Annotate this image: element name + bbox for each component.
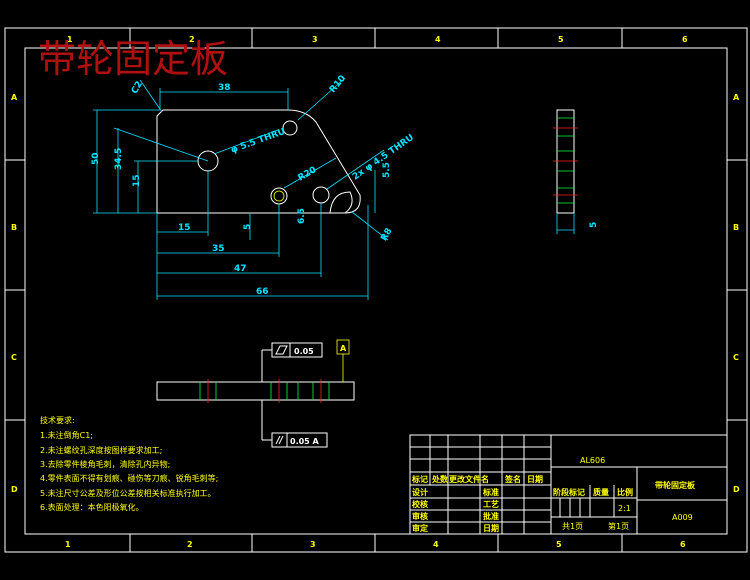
- hole-top: [282, 120, 298, 136]
- tb-row-label-0: 标记: [411, 474, 428, 484]
- bottom-view: 0.05 A 0.05 A: [156, 339, 355, 448]
- parallel-icon-b: [278, 435, 284, 445]
- drawing-number: A009: [672, 513, 693, 522]
- tb-left-label-3: 审定: [412, 523, 428, 533]
- material: AL606: [580, 456, 605, 465]
- row-label-right-D: D: [733, 485, 740, 494]
- dim-38: 38: [218, 83, 231, 93]
- dim-5-5: 5.5: [382, 162, 392, 178]
- flatness-frame: [271, 342, 323, 358]
- dim-r8: R8: [379, 227, 394, 243]
- parallel-frame: [271, 432, 328, 448]
- flatness-value: 0.05: [294, 347, 314, 356]
- dim-50: 50: [91, 152, 101, 165]
- parallel-value: 0.05 A: [290, 437, 320, 446]
- hole-bottom-right: [312, 186, 330, 204]
- tb-row-label-4: 日期: [527, 474, 543, 484]
- col-label-top-3: 3: [312, 35, 318, 44]
- tb-mid-label-2: 批准: [483, 511, 499, 521]
- col-label-bottom-5: 5: [556, 540, 562, 549]
- dim-hole-large: φ 5.5 THRU: [230, 127, 287, 156]
- tb-scale-value: 2:1: [618, 504, 631, 513]
- datum-label: A: [340, 344, 347, 353]
- drawing-title: 带轮固定板: [38, 37, 228, 81]
- technical-notes: 技术要求: 1.未注倒角C1; 2.未注螺纹孔深度按图样要求加工; 3.去除零件…: [40, 415, 218, 512]
- tb-header-mass: 质量: [593, 487, 609, 497]
- hole-bottom-left: [270, 187, 288, 205]
- tb-row-label-2: 更改文件名: [449, 474, 489, 484]
- dim-34-5: 34.5: [114, 148, 124, 170]
- note-1: 1.未注倒角C1;: [40, 430, 93, 440]
- side-outline: [556, 109, 575, 214]
- row-label-left-C: C: [11, 353, 17, 362]
- top-zone-ticks: [5, 28, 747, 552]
- bottom-outline: [156, 381, 355, 401]
- col-label-bottom-4: 4: [433, 540, 439, 549]
- col-label-bottom-6: 6: [680, 540, 686, 549]
- dim-35: 35: [212, 244, 225, 254]
- dim-r20: R20: [297, 165, 319, 183]
- flatness-icon: [275, 345, 288, 355]
- front-view: 38 C2 R10 φ 5.5 THRU 2x φ 4.5 THRU R20 5…: [91, 74, 416, 300]
- part-outline: [156, 109, 361, 214]
- tb-left-label-2: 审核: [412, 511, 428, 521]
- col-label-bottom-3: 3: [310, 540, 316, 549]
- tb-header-stage: 阶段标记: [553, 487, 585, 497]
- col-label-top-2: 2: [189, 35, 195, 44]
- col-label-top-5: 5: [558, 35, 564, 44]
- dim-5: 5: [243, 224, 253, 230]
- dim-47: 47: [234, 264, 247, 274]
- col-label-top-6: 6: [682, 35, 688, 44]
- tb-mid-label-3: 日期: [483, 523, 499, 533]
- col-label-top-1: 1: [67, 35, 73, 44]
- parallel-icon-a: [275, 435, 281, 445]
- tb-mid-label-1: 工艺: [483, 499, 499, 509]
- tb-mid-label-0: 标准: [482, 487, 499, 497]
- part-name: 带轮固定板: [655, 480, 696, 490]
- col-label-top-4: 4: [435, 35, 441, 44]
- side-dim-5: 5: [589, 222, 599, 228]
- col-label-bottom-2: 2: [187, 540, 193, 549]
- note-2: 2.未注螺纹孔深度按图样要求加工;: [40, 445, 162, 455]
- row-label-left-D: D: [11, 485, 18, 494]
- tb-left-label-0: 设计: [412, 487, 428, 497]
- tb-sheet-no: 第1页: [608, 521, 629, 531]
- hole-bottom-left-inner: [273, 190, 285, 202]
- inner-border: [24, 47, 728, 535]
- notes-heading: 技术要求:: [40, 415, 75, 425]
- note-3: 3.去除零件棱角毛刺，清除孔内异物;: [40, 459, 170, 469]
- note-5: 5.未注尺寸公差及形位公差按相关标准执行加工。: [40, 488, 216, 498]
- dim-6-5: 6.5: [297, 208, 307, 224]
- row-label-left-B: B: [11, 223, 17, 232]
- row-label-right-C: C: [733, 353, 739, 362]
- side-view: 5: [553, 109, 599, 234]
- dim-15-vertical: 15: [132, 174, 142, 187]
- tb-row-label-3: 签名: [504, 474, 521, 484]
- tb-row-label-1: 处数: [431, 474, 449, 484]
- col-label-bottom-1: 1: [65, 540, 71, 549]
- dim-r10: R10: [328, 74, 348, 95]
- fillet-r20: [329, 191, 353, 214]
- note-4: 4.零件表面不得有划痕、碰伤等刀痕、锐角毛刺等;: [40, 473, 218, 483]
- dim-15: 15: [178, 223, 191, 233]
- title-block: AL606 带轮固定板 A009 标记 处数 更改文件名 签名 日期 设计 校核…: [409, 434, 728, 535]
- dim-c2: C2: [130, 80, 145, 96]
- note-6: 6.表面处理：本色阳极氧化。: [40, 502, 144, 512]
- dim-66: 66: [256, 287, 269, 297]
- row-label-left-A: A: [11, 93, 18, 102]
- tb-left-label-1: 校核: [412, 499, 428, 509]
- row-label-right-A: A: [733, 93, 740, 102]
- row-label-right-B: B: [733, 223, 739, 232]
- tb-header-scale: 比例: [617, 487, 633, 497]
- tb-sheet-total: 共1页: [562, 522, 583, 531]
